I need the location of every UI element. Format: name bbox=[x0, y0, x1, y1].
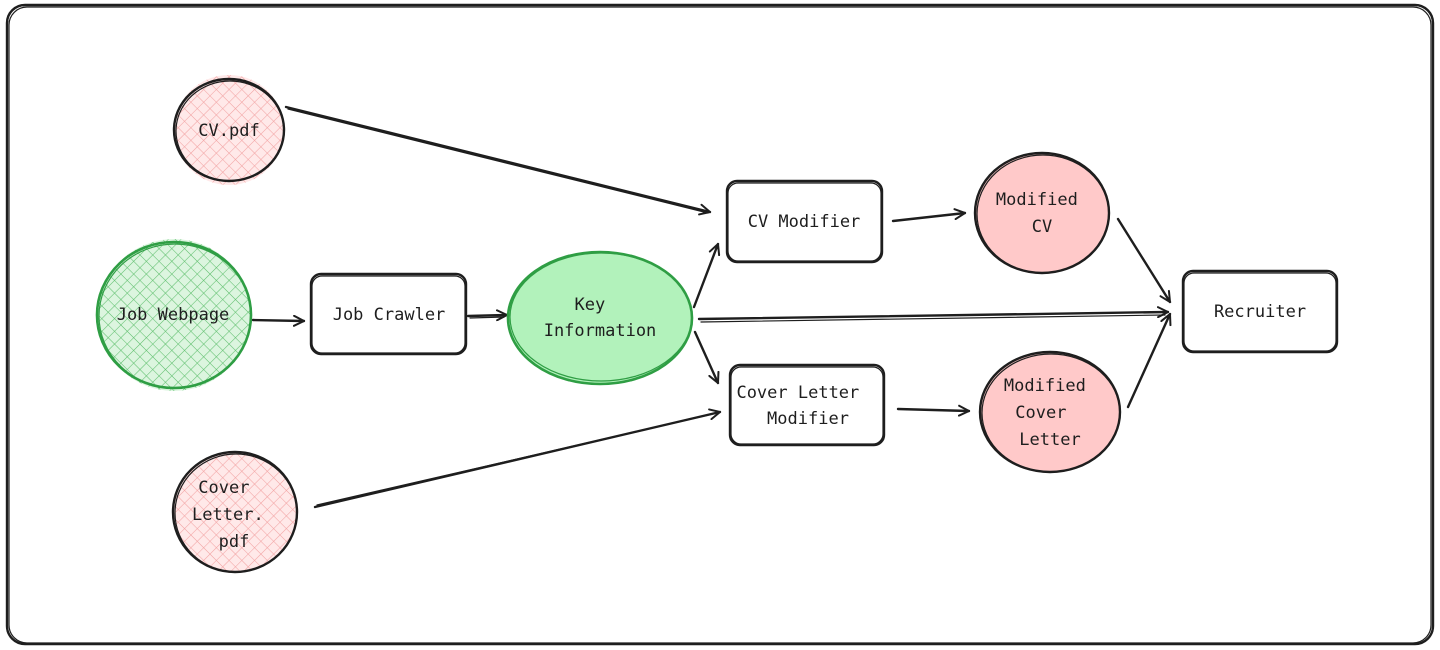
edge-job-webpage-to-job-crawler bbox=[251, 314, 306, 327]
node-label-line: Letter bbox=[1019, 430, 1080, 450]
node-cv-pdf: CV.pdf bbox=[172, 75, 286, 185]
edge-modified-cover-letter-to-recruiter bbox=[1126, 312, 1172, 409]
node-job-webpage: Job Webpage bbox=[95, 239, 253, 391]
node-label-line: CV bbox=[1032, 217, 1052, 237]
node-label-line: Cover bbox=[1015, 403, 1066, 423]
node-label-line: Letter. bbox=[192, 505, 264, 525]
node-modified-cv: Modified CV bbox=[973, 151, 1111, 275]
edge-modified-cv-to-recruiter bbox=[1116, 217, 1172, 304]
diagram-frame bbox=[5, 3, 1435, 646]
node-label: Modified CV bbox=[996, 190, 1088, 237]
edge-cover-letter-pdf-to-cover-letter-modifier bbox=[313, 408, 722, 509]
node-job-crawler: Job Crawler bbox=[309, 272, 468, 356]
edge-key-information-to-cover-letter-modifier bbox=[693, 330, 720, 385]
node-label-line: CV Modifier bbox=[748, 212, 861, 232]
node-label-line: Key bbox=[575, 295, 606, 315]
node-label: Job Webpage bbox=[117, 305, 230, 325]
node-cover-letter-modifier: Cover Letter Modifier bbox=[728, 363, 886, 447]
node-label: Modified Cover Letter bbox=[1004, 376, 1096, 450]
node-recruiter: Recruiter bbox=[1181, 269, 1339, 354]
node-label-line: Cover Letter bbox=[736, 383, 859, 403]
node-label: Job Crawler bbox=[333, 305, 446, 325]
node-label-line: CV.pdf bbox=[198, 121, 259, 141]
node-cover-letter-pdf: Cover Letter. pdf bbox=[171, 450, 299, 574]
edge-cv-pdf-to-cv-modifier bbox=[284, 105, 712, 216]
node-label: Recruiter bbox=[1214, 302, 1306, 322]
edge-cover-letter-modifier-to-modified-cover-letter bbox=[896, 404, 971, 417]
node-label-line: Information bbox=[544, 321, 657, 341]
node-label-line: Job Crawler bbox=[333, 305, 446, 325]
edge-key-information-to-cv-modifier bbox=[692, 242, 721, 309]
node-label: CV Modifier bbox=[748, 212, 861, 232]
node-label-line: Job Webpage bbox=[117, 305, 230, 325]
edges bbox=[251, 105, 1172, 509]
edge-cv-modifier-to-modified-cv bbox=[891, 208, 967, 223]
node-label-line: Cover bbox=[198, 478, 249, 498]
edge-key-information-to-recruiter bbox=[697, 306, 1170, 323]
node-label-line: Modified bbox=[1004, 376, 1086, 396]
node-label: Cover Letter Modifier bbox=[736, 383, 869, 429]
node-label: Cover Letter. pdf bbox=[192, 478, 274, 552]
node-key-information: Key Information bbox=[506, 250, 694, 386]
node-modified-cover-letter: Modified Cover Letter bbox=[978, 350, 1122, 474]
node-label: CV.pdf bbox=[198, 121, 259, 141]
edge-job-crawler-to-key-information bbox=[466, 309, 509, 322]
node-label-line: Recruiter bbox=[1214, 302, 1306, 322]
node-label-line: Modified bbox=[996, 190, 1078, 210]
node-label-line: Modifier bbox=[767, 409, 849, 429]
node-label-line: pdf bbox=[219, 532, 250, 552]
node-label: Key Information bbox=[544, 295, 657, 341]
node-cv-modifier: CV Modifier bbox=[725, 179, 884, 264]
